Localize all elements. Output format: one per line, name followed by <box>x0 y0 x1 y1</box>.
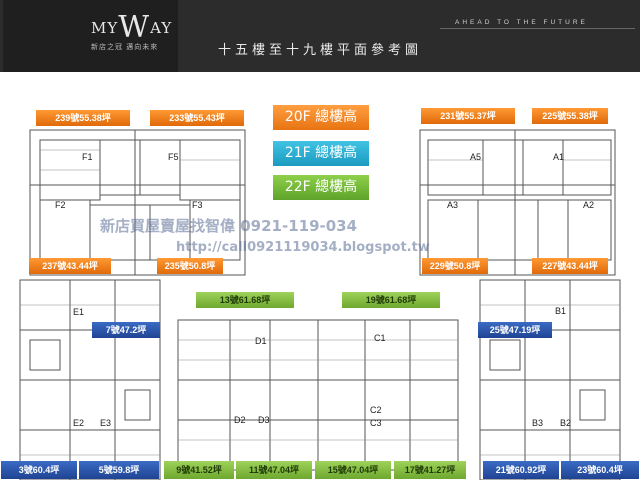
unit-label-225: 225號55.38坪 <box>532 108 608 124</box>
room-d3: D3 <box>258 415 270 425</box>
unit-label-25: 25號47.19坪 <box>478 322 552 338</box>
room-b3: B3 <box>532 418 544 428</box>
unit-label-231: 231號55.37坪 <box>421 108 515 124</box>
header-bar: MYWAY 新店之冠 邁向未來 AHEAD TO THE FUTURE 十五樓至… <box>0 0 640 72</box>
room-d1: D1 <box>255 336 267 346</box>
watermark: 新店買屋賣屋找智偉 0921-119-034 <box>100 217 358 235</box>
room-e1: E1 <box>73 307 85 317</box>
unit-label-3: 3號60.4坪 <box>1 461 77 479</box>
room-a5: A5 <box>470 152 482 162</box>
unit-label-239: 239號55.38坪 <box>36 110 130 126</box>
room-f3: F3 <box>192 200 203 210</box>
room-a2: A2 <box>583 200 595 210</box>
room-a3: A3 <box>447 200 459 210</box>
tagline: AHEAD TO THE FUTURE <box>455 19 588 26</box>
unit-label-17: 17號41.27坪 <box>394 461 466 479</box>
room-c1: C1 <box>374 333 386 343</box>
logo-my: MY <box>91 19 119 37</box>
watermark-url: http://call0921119034.blogspot.tw <box>176 240 430 255</box>
room-e2: E2 <box>73 418 85 428</box>
floor-20-box: 20F 總樓高 <box>273 105 369 130</box>
block-a <box>419 129 616 276</box>
floor-21-box: 21F 總樓高 <box>273 141 369 166</box>
unit-label-233: 233號55.43坪 <box>150 110 244 126</box>
logo-subtitle: 新店之冠 邁向未來 <box>91 43 159 51</box>
unit-label-11: 11號47.04坪 <box>236 461 312 479</box>
unit-label-5: 5號59.8坪 <box>79 461 159 479</box>
unit-label-227: 227號43.44坪 <box>532 258 608 274</box>
room-b2: B2 <box>560 418 572 428</box>
unit-label-13: 13號61.68坪 <box>196 292 294 308</box>
logo: MYWAY 新店之冠 邁向未來 <box>3 0 178 72</box>
tagline-divider <box>440 28 635 29</box>
room-f5: F5 <box>168 152 179 162</box>
unit-label-237: 237號43.44坪 <box>29 258 111 274</box>
room-c3: C3 <box>370 418 382 428</box>
unit-label-21: 21號60.92坪 <box>483 461 559 479</box>
room-a1: A1 <box>553 152 565 162</box>
room-e3: E3 <box>100 418 112 428</box>
page-title: 十五樓至十九樓平面參考圖 <box>217 43 422 58</box>
block-f <box>29 129 246 276</box>
unit-label-23: 23號60.4坪 <box>561 461 639 479</box>
unit-label-9: 9號41.52坪 <box>164 461 234 479</box>
unit-label-235: 235號50.8坪 <box>157 258 223 274</box>
logo-w: W <box>118 10 151 45</box>
unit-label-229: 229號50.8坪 <box>422 258 488 274</box>
room-f1: F1 <box>82 152 93 162</box>
unit-label-15: 15號47.04坪 <box>315 461 391 479</box>
room-c2: C2 <box>370 405 382 415</box>
room-b1: B1 <box>555 306 567 316</box>
unit-label-19: 19號61.68坪 <box>342 292 440 308</box>
logo-ay: AY <box>150 19 173 37</box>
floor-22-box: 22F 總樓高 <box>273 175 369 200</box>
room-f2: F2 <box>55 200 66 210</box>
room-d2: D2 <box>234 415 246 425</box>
logo-text: MYWAY <box>91 6 173 45</box>
unit-label-7: 7號47.2坪 <box>92 322 160 338</box>
